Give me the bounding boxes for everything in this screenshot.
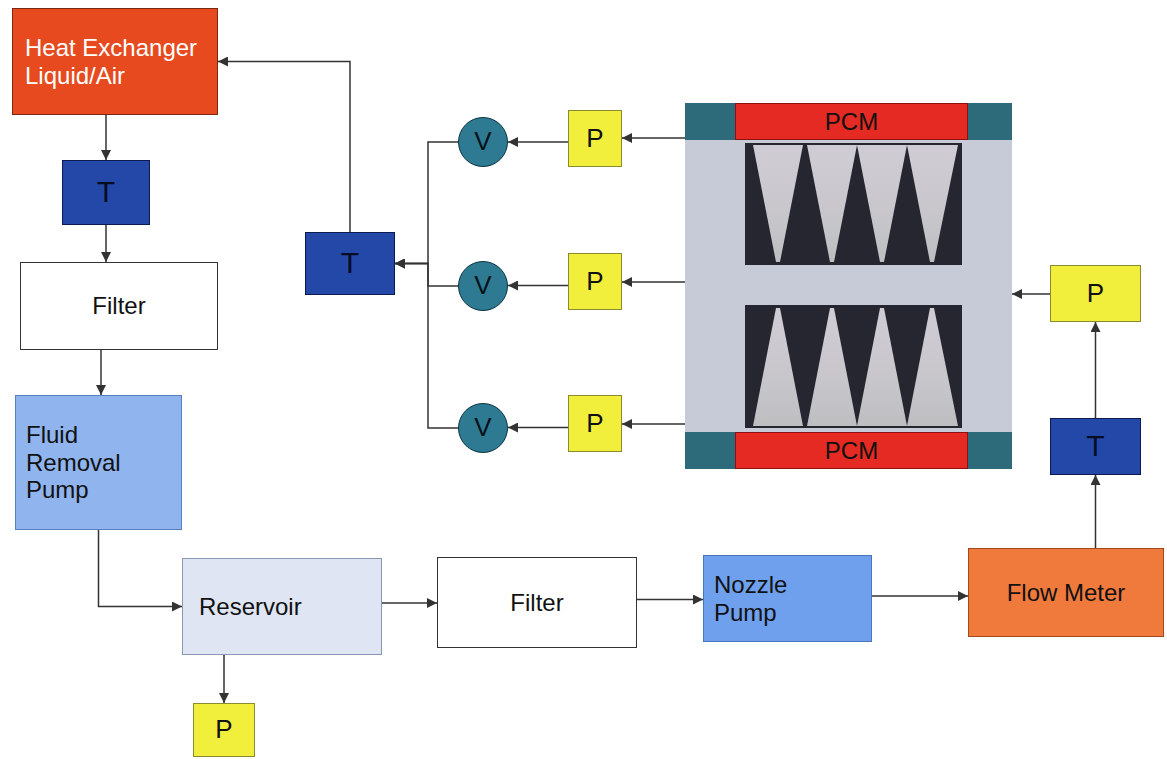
spray-cavity — [745, 143, 962, 265]
flow-connector — [218, 62, 350, 233]
node-label: P — [586, 409, 603, 439]
inlet-arrow — [1012, 293, 1050, 295]
pressure-sensor: P — [568, 395, 622, 452]
valve-circle: V — [458, 261, 508, 311]
corner-block — [685, 103, 735, 140]
node-label: Filter — [92, 292, 145, 320]
valve-circle: V — [458, 117, 508, 167]
heat-exchanger-box: Heat Exchanger Liquid/Air — [12, 8, 218, 115]
spray-cone — [753, 308, 803, 426]
filter-box: Filter — [437, 557, 637, 648]
pcm-strip: PCM — [735, 432, 968, 469]
pcm-strip: PCM — [735, 103, 968, 140]
flow-connector — [382, 602, 437, 604]
temperature-sensor: T — [1050, 418, 1141, 475]
flow-connector — [395, 142, 458, 264]
temperature-sensor: T — [305, 232, 395, 295]
node-label: T — [97, 175, 115, 210]
node-label: P — [586, 124, 603, 154]
node-label: PCM — [825, 108, 878, 136]
corner-block — [968, 103, 1012, 140]
spray-cone — [907, 308, 958, 426]
flow-connector — [508, 141, 568, 143]
spray-cone — [857, 145, 907, 262]
node-label: Filter — [510, 589, 563, 617]
flow-connector — [872, 595, 968, 597]
node-label: V — [474, 413, 491, 443]
outlet-arrow — [622, 423, 685, 425]
flow-meter-box: Flow Meter — [968, 548, 1164, 637]
pressure-sensor: P — [568, 110, 622, 167]
valve-circle: V — [458, 403, 508, 453]
chamber-housing — [685, 103, 1012, 469]
spray-cone — [907, 145, 958, 262]
node-label: Reservoir — [199, 593, 302, 621]
flow-connector — [1095, 475, 1097, 548]
flow-connector — [508, 427, 568, 429]
flow-connector — [508, 285, 568, 287]
spray-cones — [753, 145, 958, 426]
flow-connector — [100, 350, 102, 395]
pressure-sensor: P — [193, 703, 255, 757]
pump-box: Fluid Removal Pump — [15, 395, 182, 530]
spray-cavity — [745, 305, 962, 428]
flow-connector — [395, 264, 458, 287]
flow-connector — [105, 225, 107, 262]
pump-box: Nozzle Pump — [703, 555, 872, 642]
node-label: V — [474, 127, 491, 157]
spray-cone — [807, 308, 857, 426]
spray-cone — [857, 308, 907, 426]
node-label: P — [586, 267, 603, 297]
spray-cone — [753, 145, 803, 262]
node-label: Heat Exchanger Liquid/Air — [25, 34, 205, 89]
spray-cone — [807, 145, 857, 262]
reservoir-box: Reservoir — [182, 558, 382, 655]
flow-connector — [223, 655, 225, 703]
node-label: PCM — [825, 437, 878, 465]
pressure-sensor: P — [568, 253, 622, 310]
flow-connector — [637, 599, 703, 601]
flow-connector — [395, 264, 458, 429]
node-label: T — [1086, 429, 1104, 464]
flow-connector — [1095, 322, 1097, 418]
corner-block — [968, 432, 1012, 469]
node-label: Fluid Removal Pump — [26, 421, 141, 504]
temperature-sensor: T — [62, 160, 150, 225]
outlet-arrow — [622, 281, 685, 283]
node-label: Flow Meter — [1007, 579, 1126, 607]
node-label: V — [474, 271, 491, 301]
node-label: T — [341, 246, 359, 281]
pressure-sensor: P — [1050, 265, 1141, 322]
flow-connector — [105, 115, 107, 160]
outlet-arrow — [622, 137, 685, 139]
corner-block — [685, 432, 735, 469]
node-label: Nozzle Pump — [714, 571, 809, 626]
flow-connector — [99, 530, 183, 607]
filter-box: Filter — [20, 262, 218, 350]
node-label: P — [1087, 279, 1104, 309]
node-label: P — [215, 715, 232, 745]
